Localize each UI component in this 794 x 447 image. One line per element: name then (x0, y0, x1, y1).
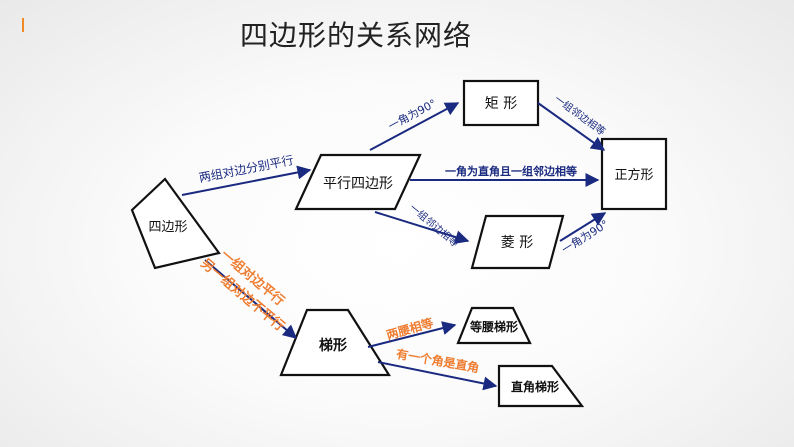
edge-label-adjacent-sides-equal-rectangle: 一组邻边相等 (552, 92, 608, 138)
arrow-quad-to-parallelogram (181, 165, 312, 196)
accent-mark (22, 18, 24, 32)
page-title: 四边形的关系网络 (240, 19, 473, 52)
parallelogram-shape (294, 153, 422, 211)
edge-label-two-pairs-parallel: 两组对边分别平行 (198, 153, 295, 185)
arrow-trapezoid-to-isosceles (367, 321, 457, 348)
edge-label-legs-equal: 两腰相等 (385, 315, 435, 343)
rectangle-label: 矩 形 (485, 96, 517, 112)
right-trapezoid-shape (497, 364, 585, 408)
square-shape (600, 137, 668, 211)
arrow-rhombus-to-square (559, 212, 607, 242)
isosceles-trapezoid-label: 等腰梯形 (469, 319, 518, 334)
arrow-rectangle-to-square (537, 102, 606, 151)
trapezoid-label: 梯形 (319, 337, 347, 354)
quadrilateral-shape (130, 177, 221, 270)
rectangle-shape (462, 79, 540, 127)
arrow-trapezoid-to-right (377, 361, 498, 391)
quadrilateral-label: 四边形 (148, 220, 187, 235)
isosceles-trapezoid-shape (456, 306, 532, 345)
trapezoid-shape (279, 308, 391, 377)
square-label: 正方形 (614, 167, 653, 183)
rhombus-shape (470, 214, 565, 270)
arrow-parallelogram-to-rhombus (374, 211, 470, 244)
parallelogram-label: 平行四边形 (323, 176, 393, 192)
edge-label-one-right-angle: 有一个角是直角 (395, 346, 480, 375)
edge-label-right-angle-and-adjacent-equal: 一角为直角且一组邻边相等 (445, 164, 577, 178)
arrow-quad-to-trapezoid (204, 259, 298, 339)
arrow-parallelogram-to-rectangle (369, 102, 460, 151)
rhombus-label: 菱 形 (501, 235, 533, 251)
right-trapezoid-label: 直角梯形 (511, 379, 559, 394)
